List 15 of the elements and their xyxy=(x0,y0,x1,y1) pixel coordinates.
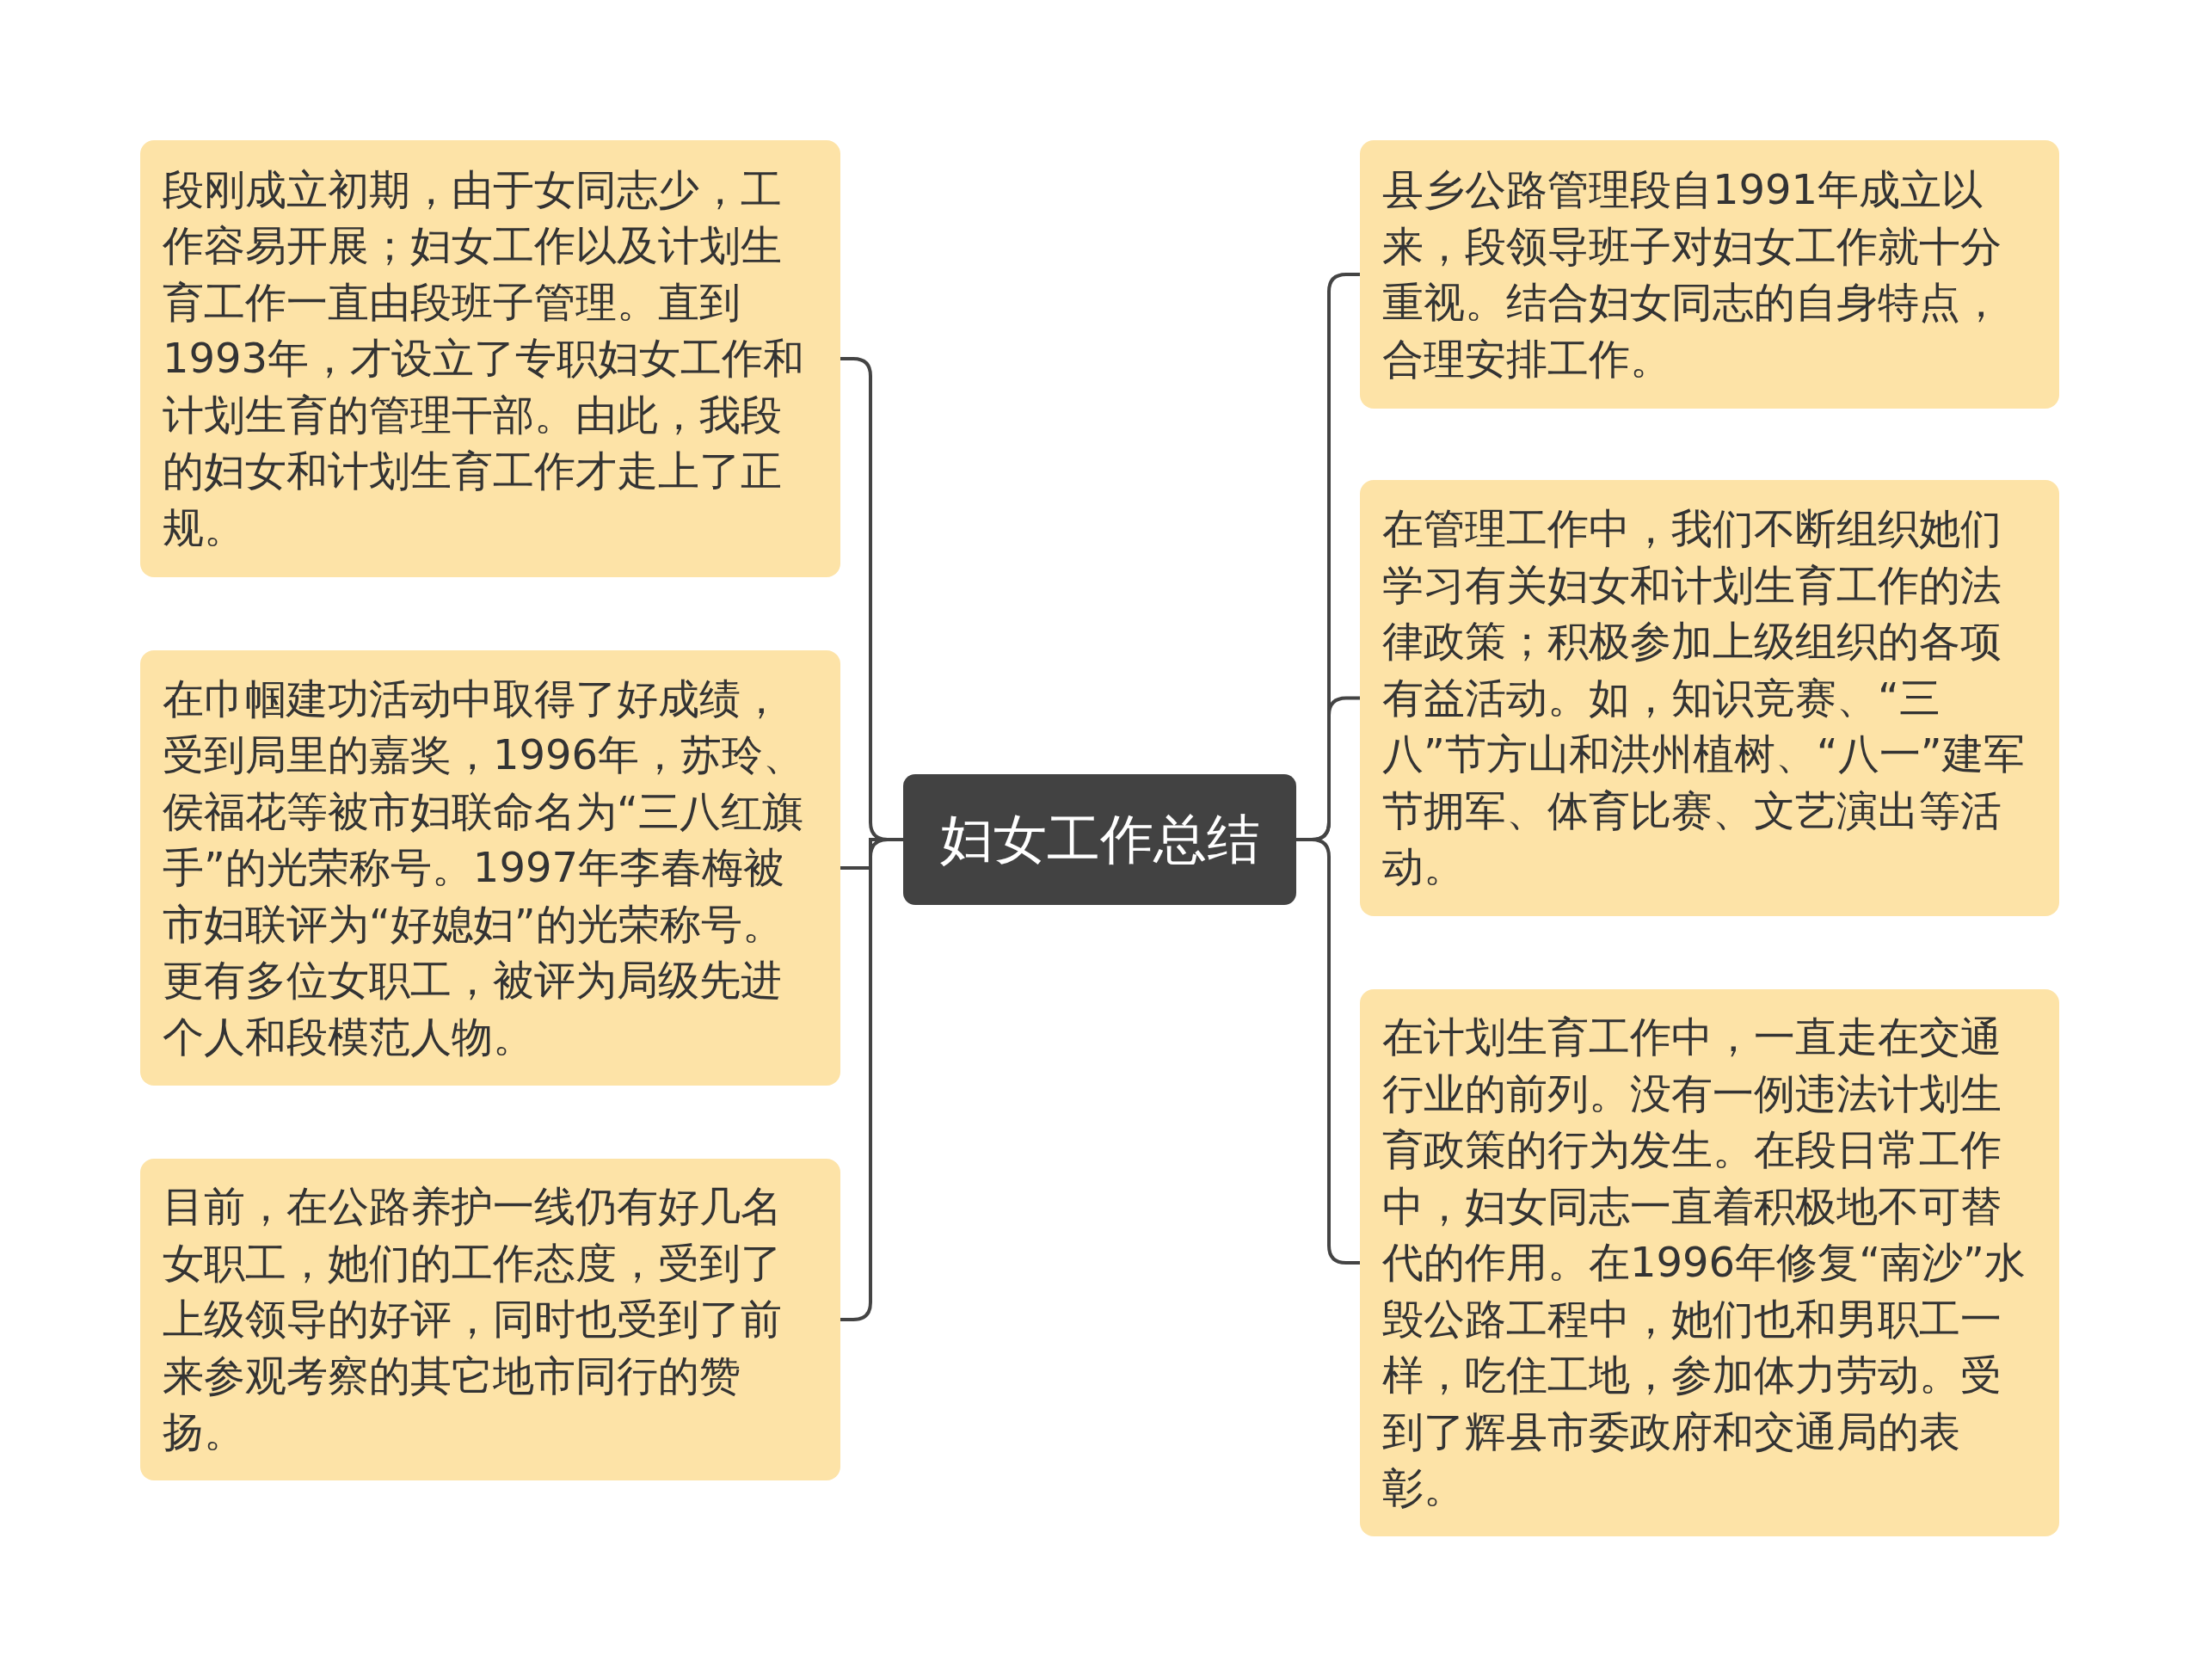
topic-box xyxy=(1360,140,2059,409)
connector-line xyxy=(1296,838,1360,1265)
topic-box xyxy=(1360,480,2059,916)
topic-text: 段刚成立初期，由于女同志少，工作容易开展；妇女工作以及计划生育工作一直由段班子管理。直到1993年，才设立了专职妇女工作和计划生育的管理干部。由此，我段的妇女和计划生育工作才走上了正规。 xyxy=(163,163,806,553)
topic-box xyxy=(140,1159,840,1480)
topic-box xyxy=(140,140,840,577)
topic-text: 目前，在公路养护一线仍有好几名女职工，她们的工作态度，受到了上级领导的好评，同时也受到了前来参观考察的其它地市同行的赞扬。 xyxy=(163,1181,783,1458)
topic-title: 妇女工作总结 xyxy=(939,807,1260,872)
topic-text: 在计划生育工作中，一直走在交通行业的前列。没有一例违法计划生育政策的行为发生。在段日常工作中，妇女同志一直着积极地不可替代的作用。在1996年修复“南沙”水毁公路工程中，她们也和男职工一样，吃住工地，参加体力劳动。受到了辉县市委政府和交通局的表彰。 xyxy=(1382,1012,2027,1514)
central-topic-box xyxy=(903,774,1296,905)
topic-text: 在管理工作中，我们不断组织她们学习有关妇女和计划生育工作的法律政策；积极参加上级组织的各项有益活动。如，知识竞赛、“三八”节方山和洪州植树、“八一”建军节拥军、体育比赛、文艺演出等活动。 xyxy=(1382,503,2026,893)
topic-box xyxy=(1360,989,2059,1536)
topic-text: 县乡公路管理段自1991年成立以来，段领导班子对妇女工作就十分重视。结合妇女同志的自身特点，合理安排工作。 xyxy=(1382,164,2002,385)
topic-box xyxy=(140,650,840,1086)
topic-text: 在巾帼建功活动中取得了好成绩，受到局里的嘉奖，1996年，苏玲、侯福花等被市妇联命名为“三八红旗手”的光荣称号。1997年李春梅被市妇联评为“好媳妇”的光荣称号。更有多位女职工，被评为局级先进个人和段模范人物。 xyxy=(163,673,806,1062)
